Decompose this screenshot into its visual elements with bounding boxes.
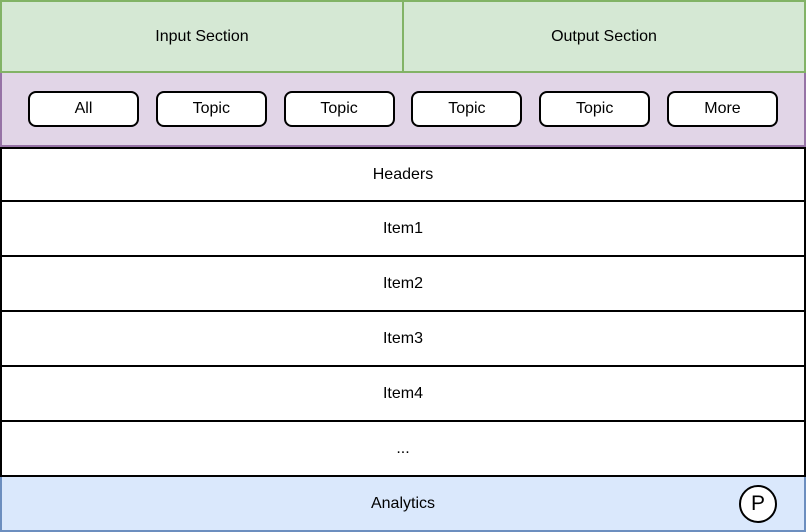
filter-button-topic-4[interactable]: Topic <box>539 91 651 127</box>
header-row: Input Section Output Section <box>0 0 806 73</box>
list-item-3[interactable]: Item3 <box>0 312 806 367</box>
list-item-2[interactable]: Item2 <box>0 257 806 312</box>
analytics-bar: Analytics P <box>0 477 806 532</box>
list-header-row: Headers <box>0 147 806 202</box>
list-item-1[interactable]: Item1 <box>0 202 806 257</box>
analytics-label: Analytics <box>370 494 436 512</box>
output-section: Output Section <box>404 0 806 73</box>
profile-badge-letter: P <box>750 491 765 515</box>
profile-badge[interactable]: P <box>739 484 777 523</box>
filter-button-topic-1[interactable]: Topic <box>155 91 267 127</box>
list-item-4[interactable]: Item4 <box>0 367 806 422</box>
filter-button-more[interactable]: More <box>666 91 778 127</box>
list-ellipsis-row: ... <box>0 422 806 477</box>
input-section: Input Section <box>0 0 404 73</box>
item-list: Headers Item1 Item2 Item3 Item4 ... <box>0 147 806 477</box>
filter-button-topic-2[interactable]: Topic <box>283 91 395 127</box>
filter-button-topic-3[interactable]: Topic <box>411 91 523 127</box>
filter-button-all[interactable]: All <box>28 91 139 127</box>
filter-bar: All Topic Topic Topic Topic More <box>0 73 806 147</box>
